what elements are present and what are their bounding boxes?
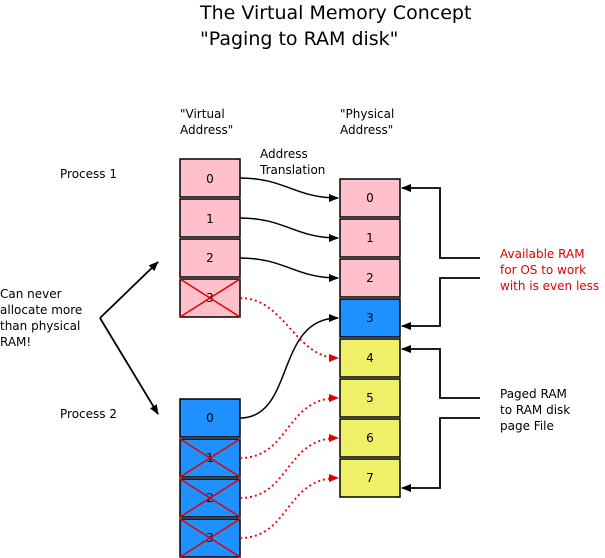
process-1-pages: 0 1 2 3 (179, 158, 241, 318)
process-1-page-1: 1 (179, 198, 241, 238)
physical-frame-5-label: 5 (366, 391, 374, 405)
available-ram-line2: for OS to work (500, 263, 587, 277)
arrow-p1-3-to-frame-4 (239, 297, 339, 362)
address-translation-line2: Translation (260, 163, 326, 177)
allocation-limit-line4: RAM! (0, 335, 32, 349)
paged-ram-line2: to RAM disk (500, 403, 571, 417)
physical-frame-2: 2 (339, 258, 401, 298)
physical-frame-0-label: 0 (366, 191, 374, 205)
cross-mark-icon (179, 278, 241, 318)
physical-frame-1-label: 1 (366, 231, 374, 245)
virtual-address-header-line2: Address" (180, 123, 234, 137)
physical-frame-2-label: 2 (366, 271, 374, 285)
process-1-page-2: 2 (179, 238, 241, 278)
physical-address-header-line2: Address" (340, 123, 394, 137)
cross-mark-icon (179, 518, 241, 558)
process-1-page-1-label: 1 (206, 212, 214, 226)
arrow-p1-1-to-frame-1 (239, 217, 339, 242)
physical-address-header-line1: "Physical (340, 107, 395, 121)
process-1-page-2-label: 2 (206, 251, 214, 265)
physical-frames: 0 1 2 3 4 5 6 (339, 178, 401, 498)
arrow-p2-0-to-frame-3 (239, 314, 339, 419)
paged-ram-bracket-top (401, 345, 480, 399)
physical-frame-3: 3 (339, 298, 401, 338)
allocation-limit-line3: than physical (0, 319, 81, 333)
process-2-page-1-paged-out: 1 (179, 438, 241, 478)
available-ram-bracket-bottom (401, 277, 480, 330)
paged-ram-line1: Paged RAM (500, 387, 567, 401)
arrow-p2-1-to-frame-5 (239, 394, 339, 459)
allocation-limit-arrows (99, 261, 159, 415)
arrow-to-process-2 (99, 317, 159, 415)
allocation-limit-note: Can never allocate more than physical RA… (0, 286, 82, 350)
physical-frame-4-label: 4 (366, 351, 374, 365)
physical-frame-5: 5 (339, 378, 401, 418)
available-ram-bracket-top (401, 184, 480, 259)
paged-ram-bracket-bottom (401, 417, 480, 492)
virtual-address-header: "Virtual Address" (180, 106, 233, 138)
virtual-address-header-line1: "Virtual (180, 107, 225, 121)
available-ram-line1: Available RAM (500, 247, 585, 261)
allocation-limit-line2: allocate more (0, 303, 83, 317)
physical-frame-1: 1 (339, 218, 401, 258)
physical-frame-3-label: 3 (366, 311, 374, 325)
physical-frame-6-label: 6 (366, 431, 374, 445)
available-ram-line3: with is even less (500, 279, 600, 293)
arrow-to-process-1 (99, 261, 159, 319)
address-translation-label: Address Translation (260, 146, 325, 178)
process-2-page-0-label: 0 (206, 411, 214, 425)
process-2-pages: 0 1 2 3 (179, 398, 241, 558)
process-2-page-2-paged-out: 2 (179, 478, 241, 518)
diagram-title-line1: The Virtual Memory Concept (200, 2, 472, 24)
physical-address-header: "Physical Address" (340, 106, 394, 138)
physical-frame-6: 6 (339, 418, 401, 458)
physical-frame-0: 0 (339, 178, 401, 218)
translation-arrows (239, 177, 339, 419)
diagram-title-line2: "Paging to RAM disk" (200, 28, 399, 50)
arrow-p1-2-to-frame-2 (239, 257, 339, 282)
process-1-page-0: 0 (179, 158, 241, 198)
available-ram-note: Available RAM for OS to work with is eve… (500, 246, 599, 294)
allocation-limit-line1: Can never (0, 287, 62, 301)
paged-out-arrows (239, 297, 339, 539)
process-1-page-0-label: 0 (206, 172, 214, 186)
process-2-page-3-paged-out: 3 (179, 518, 241, 558)
process-1-page-3-paged-out: 3 (179, 278, 241, 318)
process-2-label: Process 2 (60, 407, 117, 421)
physical-frame-4: 4 (339, 338, 401, 378)
paged-ram-line3: page File (500, 419, 554, 433)
physical-frame-7-label: 7 (366, 471, 374, 485)
paged-ram-note: Paged RAM to RAM disk page File (500, 386, 570, 434)
cross-mark-icon (179, 478, 241, 518)
right-brackets (401, 184, 480, 492)
process-1-label: Process 1 (60, 167, 117, 181)
address-translation-line1: Address (260, 147, 308, 161)
process-2-page-0: 0 (179, 398, 241, 438)
physical-frame-7: 7 (339, 458, 401, 498)
arrow-p2-3-to-frame-7 (239, 474, 339, 539)
arrow-p1-0-to-frame-0 (239, 177, 339, 202)
cross-mark-icon (179, 438, 241, 478)
arrow-p2-2-to-frame-6 (239, 434, 339, 499)
